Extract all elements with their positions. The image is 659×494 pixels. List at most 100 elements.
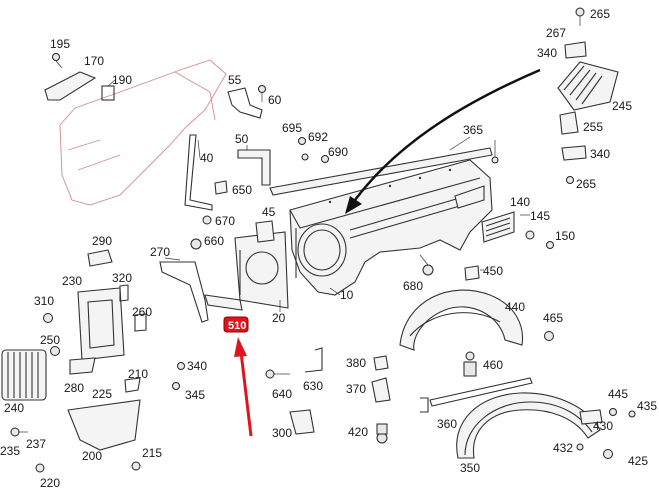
side-grille [481, 211, 515, 243]
clip-260 [134, 313, 147, 332]
label-630: 630 [303, 379, 323, 393]
label-430: 430 [593, 419, 613, 433]
clip-340 [561, 145, 587, 161]
label-435: 435 [637, 399, 657, 413]
highlighted-part-badge[interactable]: 510 [223, 316, 249, 333]
headlamp-housing [77, 287, 125, 361]
label-270: 270 [150, 245, 170, 259]
trim-strip [429, 377, 533, 407]
bracket-370 [371, 377, 391, 403]
label-695: 695 [282, 121, 302, 135]
label-50: 50 [235, 132, 249, 146]
wheel-arch-liner [399, 289, 524, 351]
fasteners [10, 7, 636, 473]
label-265-right: 265 [576, 177, 596, 191]
front-grille-small [557, 61, 619, 111]
label-670: 670 [215, 214, 235, 228]
label-210: 210 [128, 367, 148, 381]
label-432: 432 [553, 441, 573, 455]
label-215: 215 [142, 446, 162, 460]
label-55: 55 [228, 73, 242, 87]
clip-450 [464, 265, 480, 281]
label-10: 10 [340, 288, 354, 302]
label-350: 350 [460, 461, 480, 475]
label-450: 450 [483, 264, 503, 278]
label-250: 250 [40, 333, 60, 347]
label-190: 190 [112, 73, 132, 87]
label-300: 300 [272, 426, 292, 440]
label-340-mid: 340 [187, 359, 207, 373]
label-265-top: 265 [590, 7, 610, 21]
label-245: 245 [612, 99, 632, 113]
label-280: 280 [64, 381, 84, 395]
label-460: 460 [483, 358, 503, 372]
label-230: 230 [62, 274, 82, 288]
bracket-270 [159, 261, 209, 323]
label-60: 60 [268, 93, 282, 107]
label-440: 440 [505, 300, 525, 314]
label-370: 370 [346, 382, 366, 396]
bracket-510 [204, 294, 243, 311]
clip-255 [559, 111, 579, 135]
bracket-40 [184, 134, 213, 211]
label-240: 240 [4, 401, 24, 415]
highlighted-part-label: 510 [228, 320, 246, 332]
label-690: 690 [328, 145, 348, 159]
label-225: 225 [92, 387, 112, 401]
clip-45 [255, 220, 275, 243]
label-465: 465 [543, 311, 563, 325]
lower-panel-200 [67, 399, 141, 451]
label-195: 195 [50, 37, 70, 51]
label-660: 660 [204, 234, 224, 248]
label-320: 320 [112, 271, 132, 285]
label-150: 150 [555, 229, 575, 243]
side-vent-grille [1, 349, 47, 401]
label-255: 255 [583, 120, 603, 134]
label-45: 45 [262, 205, 276, 219]
label-267: 267 [546, 26, 566, 40]
label-220: 220 [40, 476, 60, 490]
label-200: 200 [82, 449, 102, 463]
bracket-300 [289, 409, 315, 435]
holder-290 [87, 249, 113, 267]
leader-lines [107, 79, 530, 312]
callout-arrow-black [354, 68, 541, 201]
label-692: 692 [308, 130, 328, 144]
label-345: 345 [185, 388, 205, 402]
seal-170 [44, 71, 97, 101]
label-40: 40 [200, 151, 214, 165]
label-145: 145 [530, 209, 550, 223]
label-445: 445 [608, 387, 628, 401]
part-number-labels: 265 267 340 245 255 340 265 195 170 190 … [0, 7, 657, 490]
red-pointer-arrow [234, 337, 253, 437]
clip-380 [373, 355, 389, 371]
bracket-50 [237, 149, 271, 186]
label-360: 360 [437, 417, 457, 431]
label-425: 425 [628, 454, 648, 468]
clip-430 [579, 409, 603, 425]
label-20: 20 [272, 311, 286, 325]
label-237: 237 [26, 437, 46, 451]
label-290: 290 [92, 234, 112, 248]
label-310: 310 [34, 294, 54, 308]
clip-650 [214, 180, 228, 195]
label-260: 260 [132, 305, 152, 319]
label-170: 170 [84, 54, 104, 68]
bracket-panel [234, 231, 289, 309]
label-235: 235 [0, 444, 20, 458]
label-650: 650 [232, 183, 252, 197]
label-340-top: 340 [537, 46, 557, 60]
strip-210 [124, 377, 141, 393]
label-640: 640 [272, 387, 292, 401]
label-420: 420 [348, 425, 368, 439]
label-140: 140 [510, 195, 530, 209]
clip-340-top [564, 41, 587, 59]
label-340-right: 340 [590, 147, 610, 161]
vehicle-ghost-outline [59, 59, 227, 206]
clip-320 [119, 284, 129, 302]
label-680: 680 [403, 279, 423, 293]
clip-630 [304, 347, 323, 373]
label-365: 365 [463, 123, 483, 137]
label-380: 380 [346, 356, 366, 370]
